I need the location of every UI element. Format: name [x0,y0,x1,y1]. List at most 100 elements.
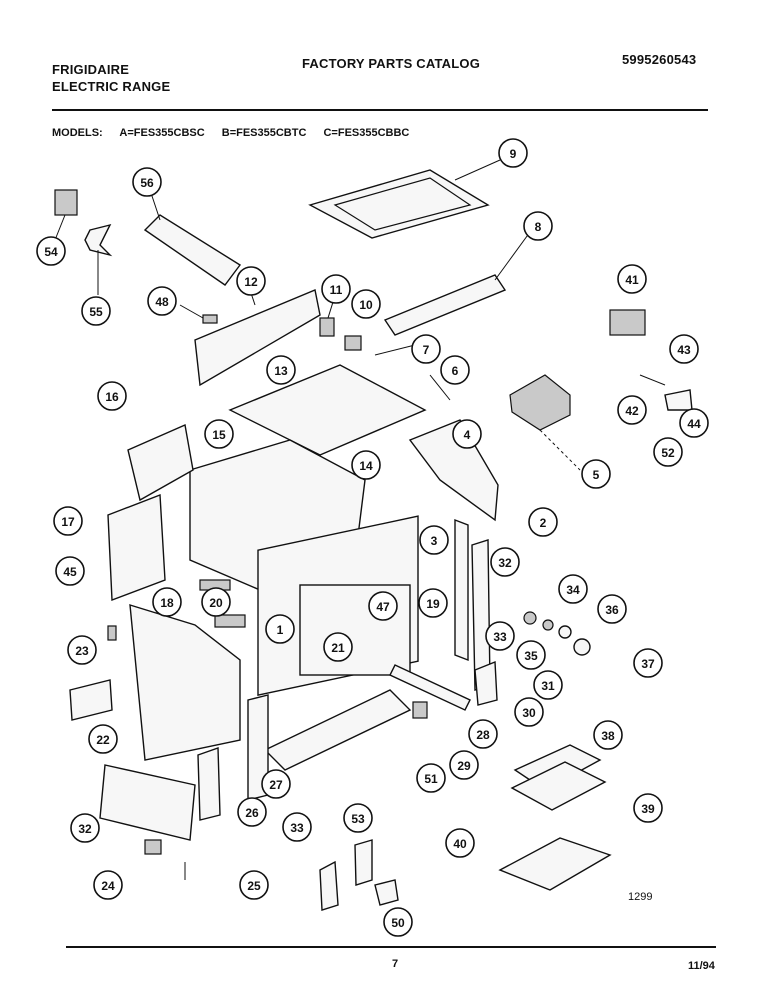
callout-25: 25 [239,870,269,900]
callout-circle [597,594,627,624]
callout-circle [523,211,553,241]
callout-circle [516,640,546,670]
callout-circle [55,556,85,586]
callout-22: 22 [88,724,118,754]
callout-circle [633,793,663,823]
callout-35: 35 [516,640,546,670]
part-fan-motor [54,189,78,216]
models-line: MODELS: A=FES355CBSC B=FES355CBTC C=FES3… [52,127,423,139]
callout-7: 7 [411,334,441,364]
callout-number: 15 [212,428,226,442]
part-30-rail [389,664,471,711]
callout-circle [416,763,446,793]
callout-9: 9 [498,138,528,168]
callout-number: 17 [61,515,75,529]
callout-circle [36,236,66,266]
callout-circle [418,588,448,618]
callout-circle [81,296,111,326]
part-2-right-rail [454,518,469,662]
callout-2: 2 [528,507,558,537]
callout-circle [558,574,588,604]
callout-10: 10 [351,289,381,319]
callout-number: 1 [277,623,284,637]
callout-5: 5 [581,459,611,489]
part-fan-blade [84,223,113,257]
callout-33: 33 [485,621,515,651]
callout-40: 40 [445,828,475,858]
callout-number: 56 [140,176,154,190]
header-rule [52,109,708,111]
part-32-kick-plate [99,764,196,841]
callout-circle [266,355,296,385]
callout-circle [236,266,266,296]
part-11-terminal [319,317,335,337]
callout-50: 50 [383,907,413,937]
callout-11: 11 [321,274,351,304]
callout-number: 25 [247,879,261,893]
callout-48: 48 [147,286,177,316]
part-lower-side-panel [129,604,241,761]
part-17-side-panel [107,494,166,601]
callout-number: 10 [359,298,373,312]
callout-number: 43 [677,343,691,357]
model-a: A=FES355CBSC [119,127,205,139]
part-12-rear-panel [194,289,321,387]
callout-circle [411,334,441,364]
callout-number: 33 [493,630,507,644]
callout-number: 22 [96,733,110,747]
callout-circle [490,547,520,577]
callout-circle [282,812,312,842]
callout-number: 41 [625,273,639,287]
part-57-channel [143,214,242,286]
part-34-socket [523,611,537,625]
callout-number: 47 [376,600,390,614]
callout-number: 52 [661,446,675,460]
callout-8: 8 [523,211,553,241]
catalog-number: 5995260543 [622,52,697,67]
callout-number: 23 [75,644,89,658]
part-36-lens [558,625,572,639]
callout-number: 45 [63,565,77,579]
part-20-terminal [214,614,246,628]
callout-number: 39 [641,802,655,816]
callout-number: 48 [155,295,169,309]
callout-number: 14 [359,459,373,473]
callout-number: 36 [605,603,619,617]
callout-16: 16 [97,381,127,411]
callout-number: 42 [625,404,639,418]
callout-circle [67,635,97,665]
callout-number: 24 [101,879,115,893]
callout-56: 56 [132,167,162,197]
callout-circle [323,632,353,662]
callout-19: 19 [418,588,448,618]
callout-circle [533,670,563,700]
callout-circle [132,167,162,197]
callout-circle [617,264,647,294]
callout-number: 32 [498,556,512,570]
callout-23: 23 [67,635,97,665]
part-27-bottom-tray [263,689,412,771]
part-41-oven-rack [498,837,612,891]
callout-circle [368,591,398,621]
callout-number: 26 [245,806,259,820]
callout-43: 43 [669,334,699,364]
part-50-clip [202,314,218,324]
callout-circle [261,769,291,799]
callout-number: 53 [351,812,365,826]
footer-date: 11/94 [688,960,715,972]
part-top-panel-inset [333,177,472,231]
callout-13: 13 [266,355,296,385]
callout-54: 54 [36,236,66,266]
callout-number: 51 [424,772,438,786]
callout-number: 54 [44,245,58,259]
callout-52: 52 [653,437,683,467]
callout-circle [88,724,118,754]
callout-4: 4 [452,419,482,449]
callout-number: 32 [78,822,92,836]
model-b: B=FES355CBTC [221,127,307,139]
callout-circle [440,355,470,385]
callout-36: 36 [597,594,627,624]
callout-circle [617,395,647,425]
callout-30: 30 [514,697,544,727]
